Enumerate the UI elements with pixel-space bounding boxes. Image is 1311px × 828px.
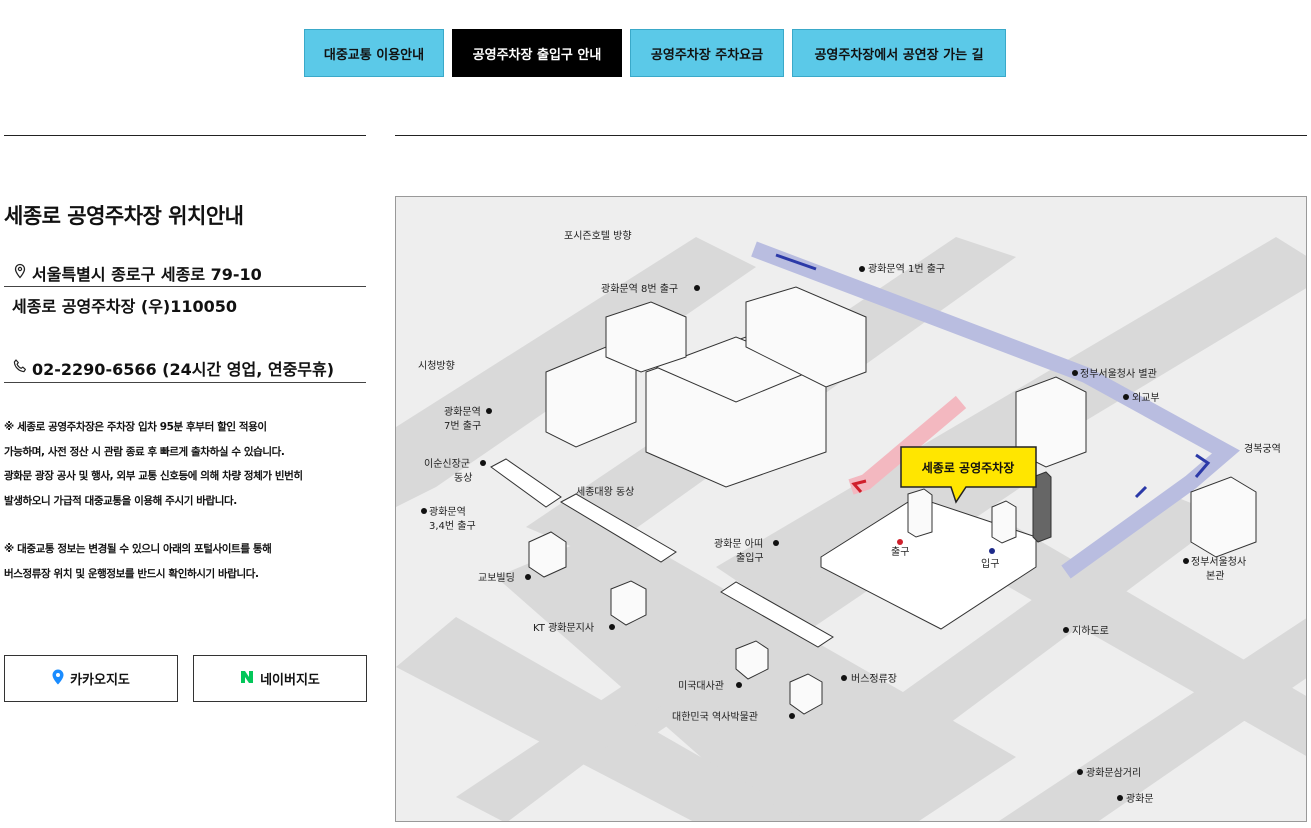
location-pin-icon <box>12 263 28 283</box>
notice-line: ※ 세종로 공영주차장은 주차장 입차 95분 후부터 할인 적용이 <box>4 421 267 433</box>
label-exit7a: 광화문역 <box>444 406 481 418</box>
notice-line: 발생하오니 가급적 대중교통을 이용해 주시기 바랍니다. <box>4 494 237 507</box>
label-four-seasons: 포시즌호텔 방향 <box>564 230 632 242</box>
buildings <box>528 286 1257 715</box>
label-bus-stop: 버스정류장 <box>851 673 897 685</box>
callout-text: 세종로 공영주차장 <box>922 460 1015 475</box>
phone-icon <box>12 358 28 378</box>
label-samgeori: 광화문삼거리 <box>1086 767 1141 779</box>
address-divider <box>4 286 366 287</box>
label-foreign-ministry: 외교부 <box>1132 392 1160 404</box>
label-kt: KT 광화문지사 <box>533 622 594 634</box>
label-exit1: 광화문역 1번 출구 <box>868 263 945 275</box>
phone-divider <box>4 382 366 383</box>
address-row: 서울특별시 종로구 세종로 79-10 <box>4 260 366 286</box>
label-arte-b: 출입구 <box>736 551 764 564</box>
exit-path <box>848 395 967 495</box>
tab-parking-fee[interactable]: 공영주차장 주차요금 <box>630 29 784 77</box>
label-sejong-statue: 세종대왕 동상 <box>576 486 634 498</box>
map-illustration: 세종로 공영주차장 포시즌호텔 방향 광화문역 1번 출구 광화문역 8번 출구… <box>396 230 1306 821</box>
route-path <box>751 241 1240 579</box>
naver-map-button[interactable]: 네이버지도 <box>193 655 367 702</box>
label-gov-main-a: 정부서울청사 <box>1191 556 1246 568</box>
tab-bar: 대중교통 이용안내 공영주차장 출입구 안내 공영주차장 주차요금 공영주차장에… <box>304 29 1006 77</box>
notice-line: 버스정류장 위치 및 운행정보를 반드시 확인하시기 바랍니다. <box>4 567 259 580</box>
kakao-map-button[interactable]: 카카오지도 <box>4 655 178 702</box>
label-underpass: 지하도로 <box>1072 624 1109 637</box>
address-text: 서울특별시 종로구 세종로 79-10 <box>32 265 262 284</box>
label-exit7b: 7번 출구 <box>444 420 481 432</box>
label-museum: 대한민국 역사박물관 <box>672 711 758 723</box>
phone-row: 02-2290-6566 (24시간 영업, 연중무휴) <box>4 354 366 382</box>
divider-left <box>4 135 366 136</box>
notice-line: ※ 대중교통 정보는 변경될 수 있으니 아래의 포털사이트를 통해 <box>4 543 272 555</box>
tab-route-to-venue[interactable]: 공영주차장에서 공연장 가는 길 <box>792 29 1006 77</box>
divider-right <box>395 135 1307 136</box>
address-sub: 세종로 공영주차장 (우)110050 <box>12 297 238 316</box>
label-gyeongbok: 경복궁역 <box>1244 442 1281 455</box>
transit-notice: ※ 대중교통 정보는 변경될 수 있으니 아래의 포털사이트를 통해 버스정류장… <box>4 537 366 586</box>
label-arte-a: 광화문 아띠 <box>714 538 763 550</box>
map-links: 카카오지도 네이버지도 <box>4 655 367 702</box>
map-labels: 포시즌호텔 방향 광화문역 1번 출구 광화문역 8번 출구 시청방향 정부서울… <box>418 230 1281 805</box>
label-exit34a: 광화문역 <box>429 506 466 518</box>
page-title: 세종로 공영주차장 위치안내 <box>4 204 244 228</box>
naver-logo-icon <box>240 669 255 688</box>
label-in: 입구 <box>981 557 999 570</box>
label-gov-annex: 정부서울청사 별관 <box>1080 368 1157 380</box>
label-gwanghwamun: 광화문 <box>1126 793 1154 805</box>
notice-line: 가능하며, 사전 정산 시 관람 종료 후 빠르게 출차하실 수 있습니다. <box>4 445 285 458</box>
parking-notice: ※ 세종로 공영주차장은 주차장 입차 95분 후부터 할인 적용이 가능하며,… <box>4 415 366 513</box>
info-panel: 세종로 공영주차장 위치안내 서울특별시 종로구 세종로 79-10 세종로 공… <box>4 195 366 586</box>
tab-parking-entrance[interactable]: 공영주차장 출입구 안내 <box>452 29 622 77</box>
parking-callout: 세종로 공영주차장 <box>900 446 1037 504</box>
label-yisunsin-a: 이순신장군 <box>424 458 470 470</box>
kakao-map-label: 카카오지도 <box>70 673 130 688</box>
label-exit8: 광화문역 8번 출구 <box>601 283 678 295</box>
map-dots <box>421 266 1189 801</box>
label-kyobo: 교보빌딩 <box>478 572 515 584</box>
parking-location-map: 세종로 공영주차장 포시즌호텔 방향 광화문역 1번 출구 광화문역 8번 출구… <box>395 196 1307 822</box>
label-out: 출구 <box>891 546 909 558</box>
map-pin-icon <box>52 669 64 689</box>
label-us-embassy: 미국대사관 <box>678 680 724 692</box>
phone-text: 02-2290-6566 (24시간 영업, 연중무휴) <box>32 360 335 379</box>
naver-map-label: 네이버지도 <box>260 673 320 688</box>
tab-public-transport[interactable]: 대중교통 이용안내 <box>304 29 444 77</box>
label-gov-main-b: 본관 <box>1206 570 1224 582</box>
label-city-hall: 시청방향 <box>418 360 455 372</box>
medians <box>490 458 834 648</box>
label-yisunsin-b: 동상 <box>454 472 472 484</box>
label-exit34b: 3,4번 출구 <box>429 520 476 532</box>
notice-line: 광화문 광장 공사 및 행사, 외부 교통 신호등에 의해 차량 정체가 빈번히 <box>4 470 303 482</box>
